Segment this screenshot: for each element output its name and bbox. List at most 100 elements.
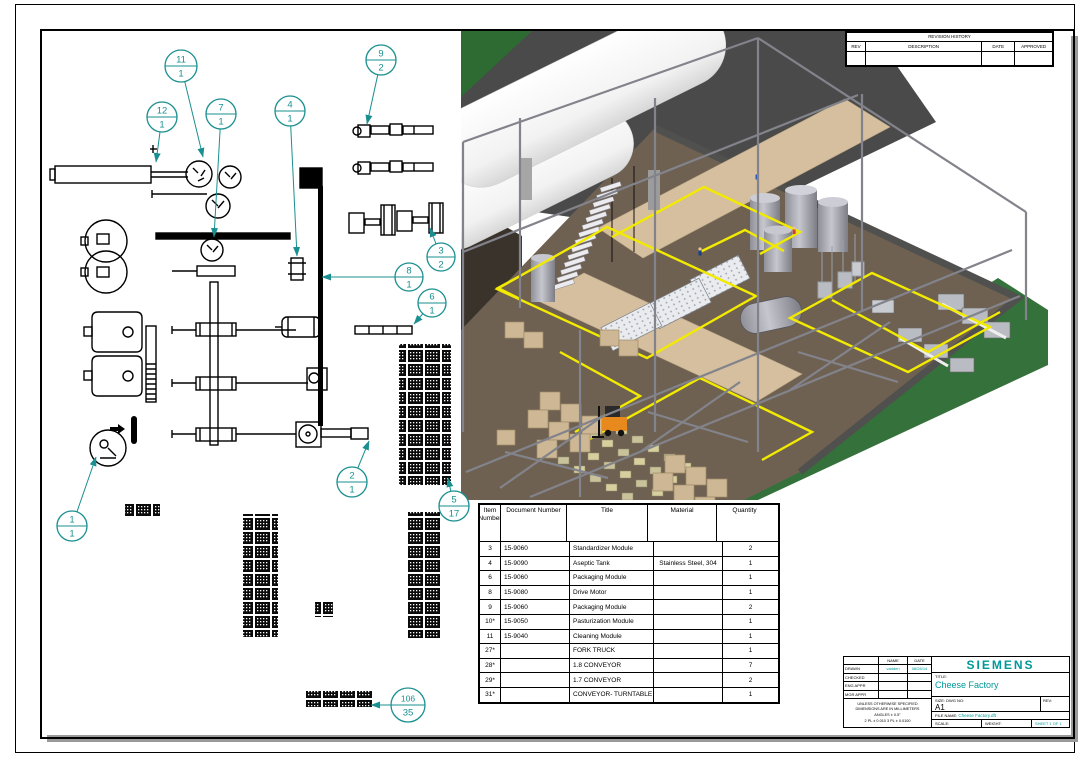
svg-text:106: 106 bbox=[401, 694, 415, 704]
revision-history-empty-row bbox=[847, 52, 1052, 65]
table-cell: 2 bbox=[748, 676, 753, 684]
svg-text:1: 1 bbox=[178, 69, 183, 80]
table-cell: 1 bbox=[748, 632, 753, 640]
spiral-conveyor bbox=[552, 181, 622, 291]
svg-text:5: 5 bbox=[451, 495, 456, 506]
table-cell: Packaging Module bbox=[570, 571, 654, 585]
table-cell: FORK TRUCK bbox=[570, 644, 654, 658]
balloon-item-6: 61 bbox=[413, 288, 447, 325]
balloon-item-9: 92 bbox=[365, 44, 397, 125]
column-header: Document Number bbox=[501, 505, 567, 541]
column-header: Quantity bbox=[732, 507, 757, 514]
svg-text:4: 4 bbox=[287, 100, 292, 111]
table-cell: 7 bbox=[748, 662, 753, 670]
svg-text:11: 11 bbox=[176, 55, 186, 66]
packaging-machines bbox=[871, 293, 1011, 373]
revision-history-title: REVISION HISTORY bbox=[847, 33, 1052, 42]
table-cell: 4 bbox=[480, 556, 501, 571]
svg-text:3: 3 bbox=[438, 246, 443, 257]
revision-empty-cell bbox=[1015, 52, 1052, 65]
svg-text:35: 35 bbox=[403, 708, 414, 719]
svg-text:12: 12 bbox=[157, 106, 168, 117]
table-cell bbox=[501, 658, 570, 673]
svg-text:1: 1 bbox=[349, 485, 354, 496]
table-cell: 1 bbox=[748, 559, 753, 567]
table-cell: Pasturization Module bbox=[570, 614, 654, 629]
table-row: 28* 1.8 CONVEYOR 7 bbox=[480, 658, 778, 674]
column-header: Title bbox=[567, 505, 648, 541]
table-cell: 3 bbox=[480, 542, 501, 556]
balloon-item-2: 21 bbox=[336, 440, 370, 498]
date-header: DATE bbox=[914, 658, 925, 663]
file-name-label: FILE NAME: bbox=[935, 713, 958, 718]
svg-text:2: 2 bbox=[349, 471, 354, 482]
table-cell: 15-9090 bbox=[501, 556, 570, 571]
tolerance-note-line: 2 PL ± 0.010 3 PL ± 0.0100 bbox=[864, 718, 911, 723]
table-cell: Aseptic Tank bbox=[570, 556, 654, 571]
table-cell bbox=[654, 687, 723, 702]
svg-text:1: 1 bbox=[69, 515, 74, 526]
table-cell: 1 bbox=[748, 589, 753, 597]
approval-row-mgr-appr: MGR APPR bbox=[844, 690, 931, 699]
table-cell: 11 bbox=[480, 629, 501, 644]
svg-text:1: 1 bbox=[287, 114, 292, 125]
table-cell: Stainless Steel, 304 bbox=[654, 556, 723, 571]
table-cell: Standardizer Module bbox=[570, 542, 654, 556]
balloon-item-3: 32 bbox=[426, 227, 456, 272]
revision-col-date: DATE bbox=[982, 42, 1016, 51]
table-cell: Packaging Module bbox=[570, 600, 654, 614]
factory-3d-render bbox=[461, 30, 1048, 500]
svg-text:1: 1 bbox=[159, 120, 164, 131]
table-cell bbox=[654, 673, 723, 687]
pallet-grid-stacks bbox=[125, 344, 451, 707]
sheet-count: SHEET 1 OF 1 bbox=[1035, 721, 1062, 726]
table-cell: Cleaning Module bbox=[570, 629, 654, 644]
name-header: NAME bbox=[879, 657, 908, 665]
table-cell: 1.8 CONVEYOR bbox=[570, 658, 654, 673]
revision-empty-cell bbox=[982, 52, 1016, 65]
approval-header-row: NAME DATE bbox=[844, 657, 931, 666]
table-row: 29* 1.7 CONVEYOR 2 bbox=[480, 673, 778, 688]
table-cell bbox=[654, 542, 723, 556]
table-cell: 2 bbox=[748, 545, 753, 553]
table-cell: 1 bbox=[748, 691, 753, 699]
svg-text:6: 6 bbox=[429, 292, 434, 303]
table-cell bbox=[654, 585, 723, 600]
balloon-item-4: 41 bbox=[274, 95, 306, 257]
dwg-no-label: DWG NO: bbox=[946, 698, 965, 703]
table-cell bbox=[654, 614, 723, 629]
table-cell: 29* bbox=[480, 673, 501, 687]
table-cell: 2 bbox=[748, 603, 753, 611]
drawing-title: Cheese Factory bbox=[935, 680, 999, 690]
revision-empty-cell bbox=[866, 52, 983, 65]
approval-row-checked: CHECKED bbox=[844, 673, 931, 683]
table-cell: 15-9040 bbox=[501, 629, 570, 644]
rev-label: REV: bbox=[1040, 697, 1069, 711]
column-header: Material bbox=[648, 505, 717, 541]
tolerance-note-line: ANGLES ± 0.5° bbox=[874, 712, 901, 717]
table-cell: 28* bbox=[480, 658, 501, 673]
table-cell: 1.7 CONVEYOR bbox=[570, 673, 654, 687]
table-cell bbox=[654, 658, 723, 673]
table-cell bbox=[501, 687, 570, 702]
table-cell: 31* bbox=[480, 687, 501, 702]
weight-label: WEIGHT: bbox=[982, 720, 1032, 727]
scale-label: SCALE: bbox=[932, 720, 982, 727]
white-storage-tanks bbox=[461, 30, 727, 250]
table-cell: 8 bbox=[480, 585, 501, 600]
table-cell bbox=[654, 629, 723, 644]
svg-text:1: 1 bbox=[406, 280, 411, 291]
